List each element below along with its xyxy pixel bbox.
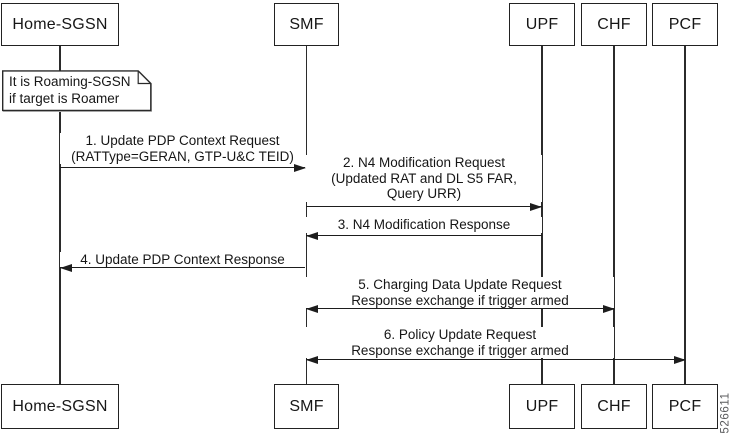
note-shape [2,70,152,112]
actor-label: Home-SGSN [12,397,108,415]
message-6-line-2: Response exchange if trigger armed [351,342,569,358]
message-3-arrow [305,231,542,240]
note-line: It is Roaming-SGSN [9,74,131,89]
message-4-line-1: 4. Update PDP Context Response [80,252,285,267]
message-6-label: 6. Policy Update Request Response exchan… [306,327,614,359]
message-2-label: 2. N4 Modification Request (Updated RAT … [306,155,542,202]
message-1-line-1: 1. Update PDP Context Request [85,133,280,148]
actor-label: SMF [289,397,324,415]
actor-top-chf: CHF [581,3,647,46]
message-4-arrow [59,263,305,272]
message-6-line-1: 6. Policy Update Request [383,327,537,342]
lifeline-upf [541,46,543,384]
message-5-arrow [305,305,615,314]
note-line: if target is Roamer [9,90,120,106]
message-2-line-1: 2. N4 Modification Request [342,155,506,170]
actor-bottom-smf: SMF [274,384,339,429]
actor-top-smf: SMF [274,3,339,46]
message-5-label: 5. Charging Data Update Request Response… [306,277,614,309]
actor-label: UPF [525,15,559,33]
message-1-label: 1. Update PDP Context Request (RATType=G… [60,133,305,165]
actor-label: Home-SGSN [12,15,108,33]
actor-label: CHF [597,397,631,415]
message-6-arrow [305,356,686,365]
actor-top-home-sgsn: Home-SGSN [1,3,119,46]
message-2-arrow [306,203,542,212]
message-2-line-3: Query URR) [386,186,462,202]
lifeline-home-sgsn [59,46,61,384]
message-1-arrow [60,164,306,173]
message-1-line-2: (RATType=GERAN, GTP-U&C TEID) [71,148,294,164]
actor-top-pcf: PCF [652,3,718,46]
actor-bottom-upf: UPF [509,384,575,429]
actor-bottom-home-sgsn: Home-SGSN [1,384,119,429]
note-roaming-sgsn: It is Roaming-SGSN if target is Roamer [2,70,152,112]
actor-label: CHF [597,15,631,33]
message-3-line-1: 3. N4 Modification Response [337,217,511,232]
lifeline-chf [613,46,615,384]
message-2-line-2: (Updated RAT and DL S5 FAR, [331,170,517,186]
actor-label: UPF [525,397,559,415]
figure-number-text: 526611 [720,392,732,433]
actor-label: SMF [289,15,324,33]
lifeline-pcf [684,46,686,384]
figure-number: 526611 [706,392,740,433]
actor-top-upf: UPF [509,3,575,46]
message-3-label: 3. N4 Modification Response [306,217,542,233]
actor-label: PCF [668,397,702,415]
lifeline-smf [305,46,308,384]
message-5-line-2: Response exchange if trigger armed [351,292,569,308]
message-4-label: 4. Update PDP Context Response [60,252,305,268]
actor-bottom-pcf: PCF [652,384,718,429]
message-5-line-1: 5. Charging Data Update Request [358,277,562,292]
actor-label: PCF [668,15,702,33]
actor-bottom-chf: CHF [581,384,647,429]
